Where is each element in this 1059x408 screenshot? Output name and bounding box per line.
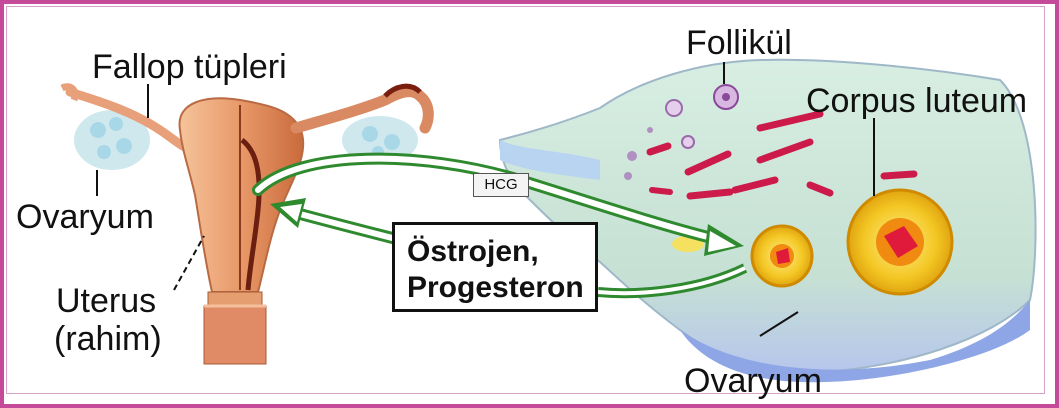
hormones-box: Östrojen, Progesteron <box>392 222 598 312</box>
label-corpus-luteum: Corpus luteum <box>806 84 1027 118</box>
corpus-luteum-small <box>752 226 812 286</box>
corpus-luteum-large <box>848 190 952 294</box>
label-rahim: (rahim) <box>54 322 162 356</box>
label-ovary-right: Ovaryum <box>684 364 822 398</box>
uterus-shape <box>180 98 304 364</box>
label-follicle: Follikül <box>686 26 792 60</box>
hormones-line-2: Progesteron <box>407 273 584 303</box>
label-fallop-tubes: Fallop tüpleri <box>92 50 287 84</box>
label-uterus: Uterus <box>56 284 156 318</box>
hcg-label: HCG <box>473 173 529 197</box>
hormones-line-1: Östrojen, <box>407 237 539 267</box>
fallopian-tube-right <box>296 86 428 164</box>
label-ovary-left: Ovaryum <box>16 200 154 234</box>
